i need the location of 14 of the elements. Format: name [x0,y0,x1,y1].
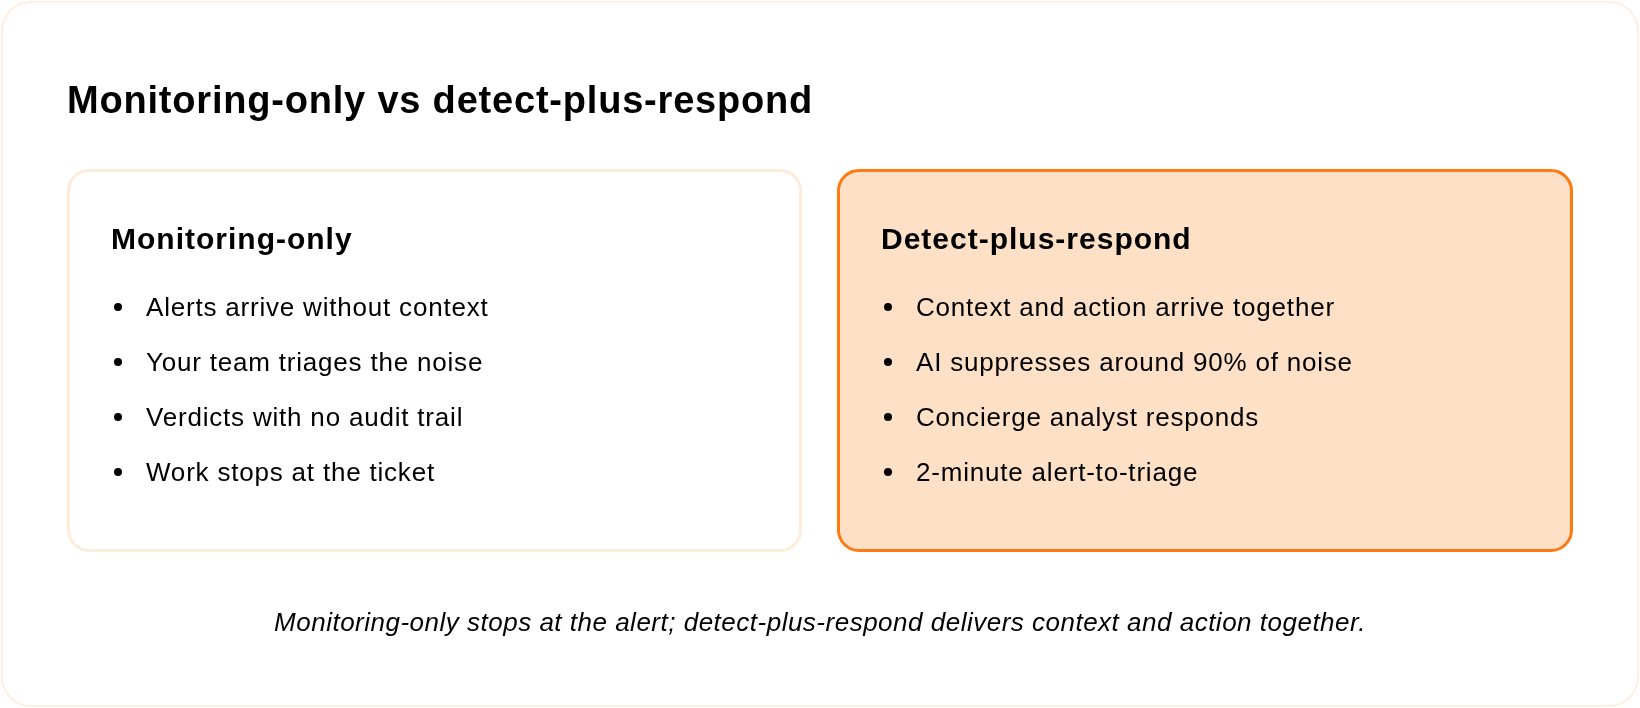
list-item-text: Concierge analyst responds [916,401,1260,433]
list-item-text: AI suppresses around 90% of noise [916,346,1353,378]
list-item-text: Context and action arrive together [916,291,1335,323]
list-item-text: Alerts arrive without context [146,291,489,323]
diagram-caption: Monitoring-only stops at the alert; detect-plus-respond delivers context and action together. [273,606,1367,639]
diagram-title: Monitoring-only vs detect-plus-respond [67,78,814,123]
list-item-text: Verdicts with no audit trail [146,401,464,433]
list-item-text: Your team triages the noise [146,346,484,378]
comparison-card [67,169,802,552]
comparison-card [837,169,1573,552]
list-item-text: 2-minute alert-to-triage [916,456,1199,488]
card-heading: Detect-plus-respond [881,221,1193,257]
list-item-text: Work stops at the ticket [146,456,435,488]
card-heading: Monitoring-only [111,221,354,257]
